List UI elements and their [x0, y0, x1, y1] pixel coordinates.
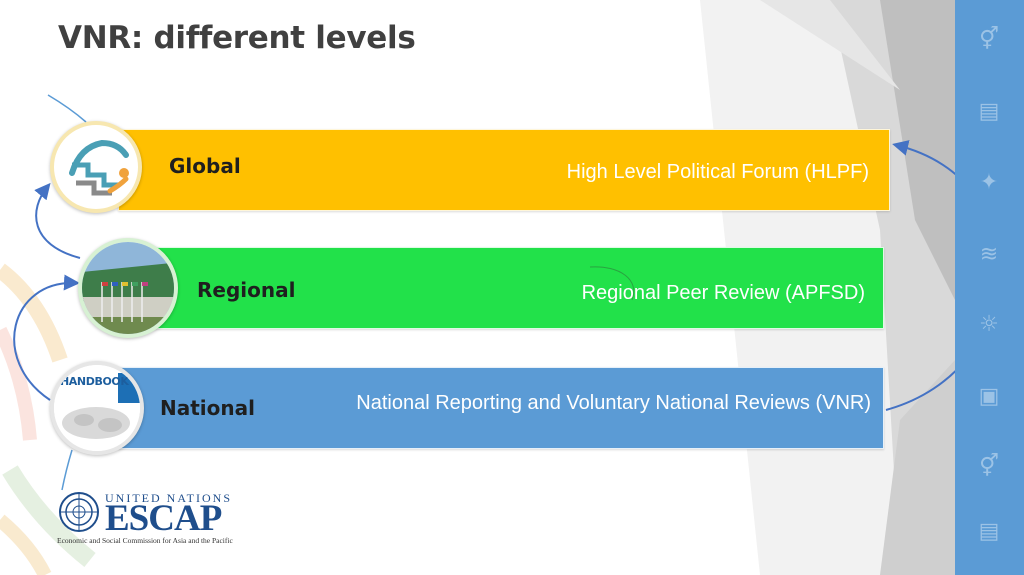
arc-regional — [589, 266, 635, 301]
sdg-goal-icon: ⚥ — [979, 27, 999, 52]
un-emblem-icon — [59, 492, 99, 532]
logo-org-top: UNITED NATIONS — [105, 491, 232, 505]
sdg-goal-icon: ▣ — [978, 384, 1000, 409]
arrow-regional-to-global — [34, 182, 81, 259]
regional-photo — [78, 238, 178, 338]
slide-title: VNR: different levels — [58, 20, 416, 56]
national-handbook: HANDBOOK — [50, 361, 144, 455]
mechanism-label-national: National Reporting and Voluntary Nationa… — [356, 392, 871, 414]
sdg-sidebar: ⚥ ▤ ✦ ≋ ☼ ▣ ⚥ ▤ — [955, 0, 1024, 575]
escap-logo: UNITED NATIONS ESCAP Economic and Social… — [57, 490, 257, 550]
sdg-goal-icon: ▤ — [978, 99, 1000, 124]
hlpf-logo-icon — [69, 139, 129, 196]
sdg-goal-icon: ☼ — [979, 312, 999, 337]
band-global: Global High Level Political Forum (HLPF) — [118, 129, 890, 211]
band-regional: Regional Regional Peer Review (APFSD) — [118, 247, 884, 329]
sdg-goal-icon: ▤ — [978, 519, 1000, 544]
global-emblem — [50, 121, 142, 213]
sdg-goal-icon: ✦ — [979, 170, 999, 195]
mechanism-label-regional: Regional Peer Review (APFSD) — [581, 282, 865, 304]
handbook-title: HANDBOOK — [60, 375, 129, 388]
logo-org-name: ESCAP — [105, 498, 222, 539]
arrow-national-to-regional — [13, 274, 80, 401]
sdg-goal-icon: ≋ — [979, 242, 999, 267]
level-label-global: Global — [169, 154, 241, 178]
logo-org-full: Economic and Social Commission for Asia … — [57, 536, 233, 545]
level-label-national: National — [160, 396, 255, 420]
sdg-goal-icon: ⚥ — [979, 454, 999, 479]
un-building-photo-icon — [82, 242, 174, 334]
level-label-regional: Regional — [197, 278, 296, 302]
mechanism-label-global: High Level Political Forum (HLPF) — [566, 161, 869, 183]
handbook-cover-icon — [54, 365, 140, 451]
